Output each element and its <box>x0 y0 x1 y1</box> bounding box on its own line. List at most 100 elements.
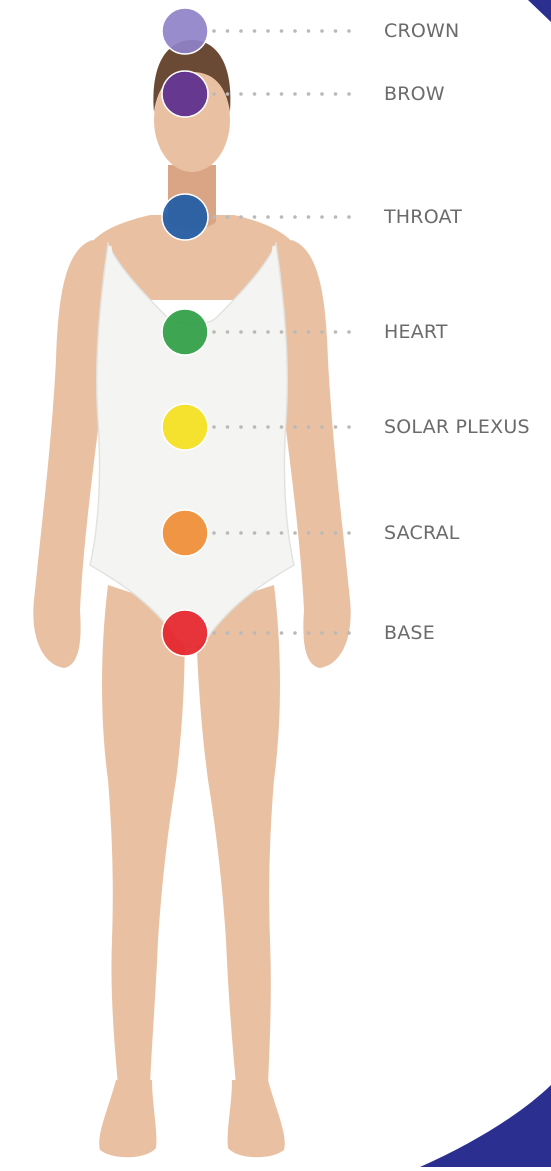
leader-dot <box>253 330 257 334</box>
leader-dot <box>226 92 230 96</box>
leader-dot <box>307 215 311 219</box>
leader-dot <box>320 425 324 429</box>
leader-dot <box>280 531 284 535</box>
leader-dot <box>293 330 297 334</box>
leader-dot <box>280 92 284 96</box>
leader-dot <box>239 92 243 96</box>
leader-dot <box>226 330 230 334</box>
leader-dot <box>334 29 338 33</box>
leader-dot <box>307 330 311 334</box>
leader-dot <box>347 215 351 219</box>
leader-dot <box>293 425 297 429</box>
chakra-point-brow <box>162 71 208 117</box>
leader-dot <box>320 92 324 96</box>
leader-dot <box>320 330 324 334</box>
right-foot <box>228 1080 285 1157</box>
leader-dot <box>253 631 257 635</box>
leader-dot <box>307 92 311 96</box>
leader-dot <box>266 29 270 33</box>
corner-accent-top <box>528 0 551 22</box>
chakra-point-sacral <box>162 510 208 556</box>
leader-dot <box>253 425 257 429</box>
leader-dot <box>293 531 297 535</box>
leader-dot <box>293 215 297 219</box>
right-leg <box>196 585 280 1085</box>
leader-dot <box>239 531 243 535</box>
leader-dot <box>212 29 216 33</box>
leader-dot <box>320 531 324 535</box>
leader-dots-brow <box>212 92 351 96</box>
leader-dot <box>212 531 216 535</box>
leader-dot <box>280 631 284 635</box>
leader-dot <box>226 531 230 535</box>
leader-dot <box>347 425 351 429</box>
leader-dot <box>253 92 257 96</box>
leader-dot <box>280 29 284 33</box>
chakra-label-solar-plexus: SOLAR PLEXUS <box>384 416 530 438</box>
leader-dot <box>307 425 311 429</box>
leader-dot <box>334 631 338 635</box>
leader-dot <box>266 215 270 219</box>
leader-dot <box>334 531 338 535</box>
chakra-point-heart <box>162 309 208 355</box>
leader-dot <box>334 92 338 96</box>
chakra-label-brow: BROW <box>384 83 445 105</box>
leader-dot <box>212 92 216 96</box>
leader-dot <box>320 215 324 219</box>
leader-dot <box>320 29 324 33</box>
chakra-label-heart: HEART <box>384 321 448 343</box>
leader-dot <box>266 92 270 96</box>
leader-dot <box>266 425 270 429</box>
leader-dot <box>280 330 284 334</box>
leader-dot <box>280 425 284 429</box>
leader-dot <box>293 631 297 635</box>
leader-dot <box>239 330 243 334</box>
chakra-point-solar-plexus <box>162 404 208 450</box>
leader-dot <box>212 330 216 334</box>
leader-dot <box>347 631 351 635</box>
leader-dot <box>334 215 338 219</box>
leader-dot <box>293 29 297 33</box>
leader-dot <box>239 425 243 429</box>
chakra-point-crown <box>162 8 208 54</box>
leader-dot <box>226 425 230 429</box>
left-foot <box>99 1080 156 1157</box>
leader-dot <box>266 631 270 635</box>
leader-dot <box>320 631 324 635</box>
leader-dot <box>253 215 257 219</box>
leader-dot <box>334 425 338 429</box>
leader-dot <box>212 631 216 635</box>
leader-dot <box>239 29 243 33</box>
chakra-point-base <box>162 610 208 656</box>
left-leg <box>102 585 185 1085</box>
chakra-label-crown: CROWN <box>384 20 459 42</box>
leader-dot <box>347 330 351 334</box>
leader-dot <box>347 92 351 96</box>
leader-dot <box>226 631 230 635</box>
chakra-label-throat: THROAT <box>384 206 462 228</box>
leader-dot <box>253 29 257 33</box>
leader-dot <box>239 215 243 219</box>
leader-dot <box>212 425 216 429</box>
leader-dot <box>266 330 270 334</box>
leader-dots-crown <box>212 29 351 33</box>
leader-dot <box>347 29 351 33</box>
leader-dot <box>253 531 257 535</box>
leader-dot <box>239 631 243 635</box>
leader-dot <box>334 330 338 334</box>
leader-dot <box>307 531 311 535</box>
leader-dot <box>226 215 230 219</box>
leader-dot <box>347 531 351 535</box>
chakra-label-base: BASE <box>384 622 435 644</box>
corner-accent-bottom <box>420 1085 551 1167</box>
leader-dot <box>212 215 216 219</box>
leader-dot <box>280 215 284 219</box>
leader-dot <box>307 29 311 33</box>
chakra-point-throat <box>162 194 208 240</box>
leader-dot <box>266 531 270 535</box>
chakra-label-sacral: SACRAL <box>384 522 460 544</box>
leader-dot <box>307 631 311 635</box>
leader-dot <box>226 29 230 33</box>
